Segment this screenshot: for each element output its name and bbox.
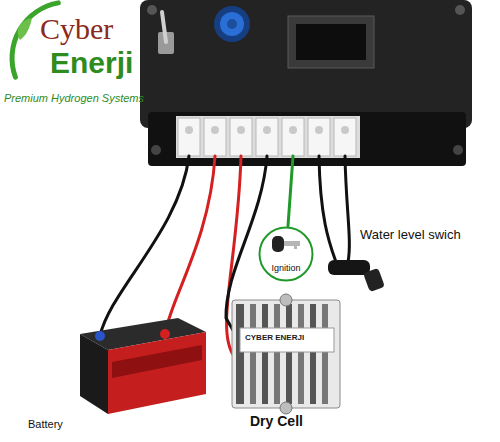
dry-cell [232,294,340,414]
brand-label: CYBER ENERJI [245,334,304,343]
part-label: Battery [28,418,63,430]
control-box [140,0,472,166]
key-icon [272,236,300,252]
part-label: Dry Cell [250,414,303,429]
battery [80,318,206,414]
water-level-switch [328,260,385,292]
logo-tagline: Premium Hydrogen Systems [4,92,144,104]
logo-word: Enerji [50,46,133,79]
terminal-block [176,116,360,158]
ignition-circle: Ignition [258,226,314,282]
logo-leaf [18,18,32,40]
ignition-label: Ignition [258,264,314,274]
part-label: Water level swich [360,228,461,242]
logo-badge: CyberEnerjiPremium Hydrogen Systems [0,0,148,112]
logo-word: Cyber [40,12,113,45]
node-shape [258,226,314,282]
